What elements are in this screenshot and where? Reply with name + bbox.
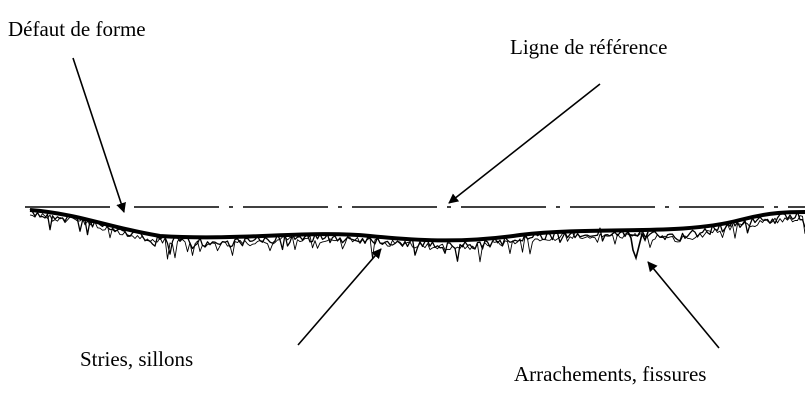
form-defect-arrow	[72, 57, 126, 213]
striations-arrow	[297, 248, 382, 346]
tear-fissure-mark	[627, 231, 649, 261]
reference-line-label: Ligne de référence	[510, 35, 668, 59]
reference-line-arrow	[448, 83, 601, 204]
rough-surface-profile-secondary	[29, 212, 805, 263]
tearing-arrow	[647, 261, 720, 349]
form-defect-label: Défaut de forme	[8, 17, 146, 41]
form-defect-curve	[29, 208, 805, 243]
striations-label: Stries, sillons	[80, 347, 194, 371]
tearing-label: Arrachements, fissures	[514, 362, 707, 386]
